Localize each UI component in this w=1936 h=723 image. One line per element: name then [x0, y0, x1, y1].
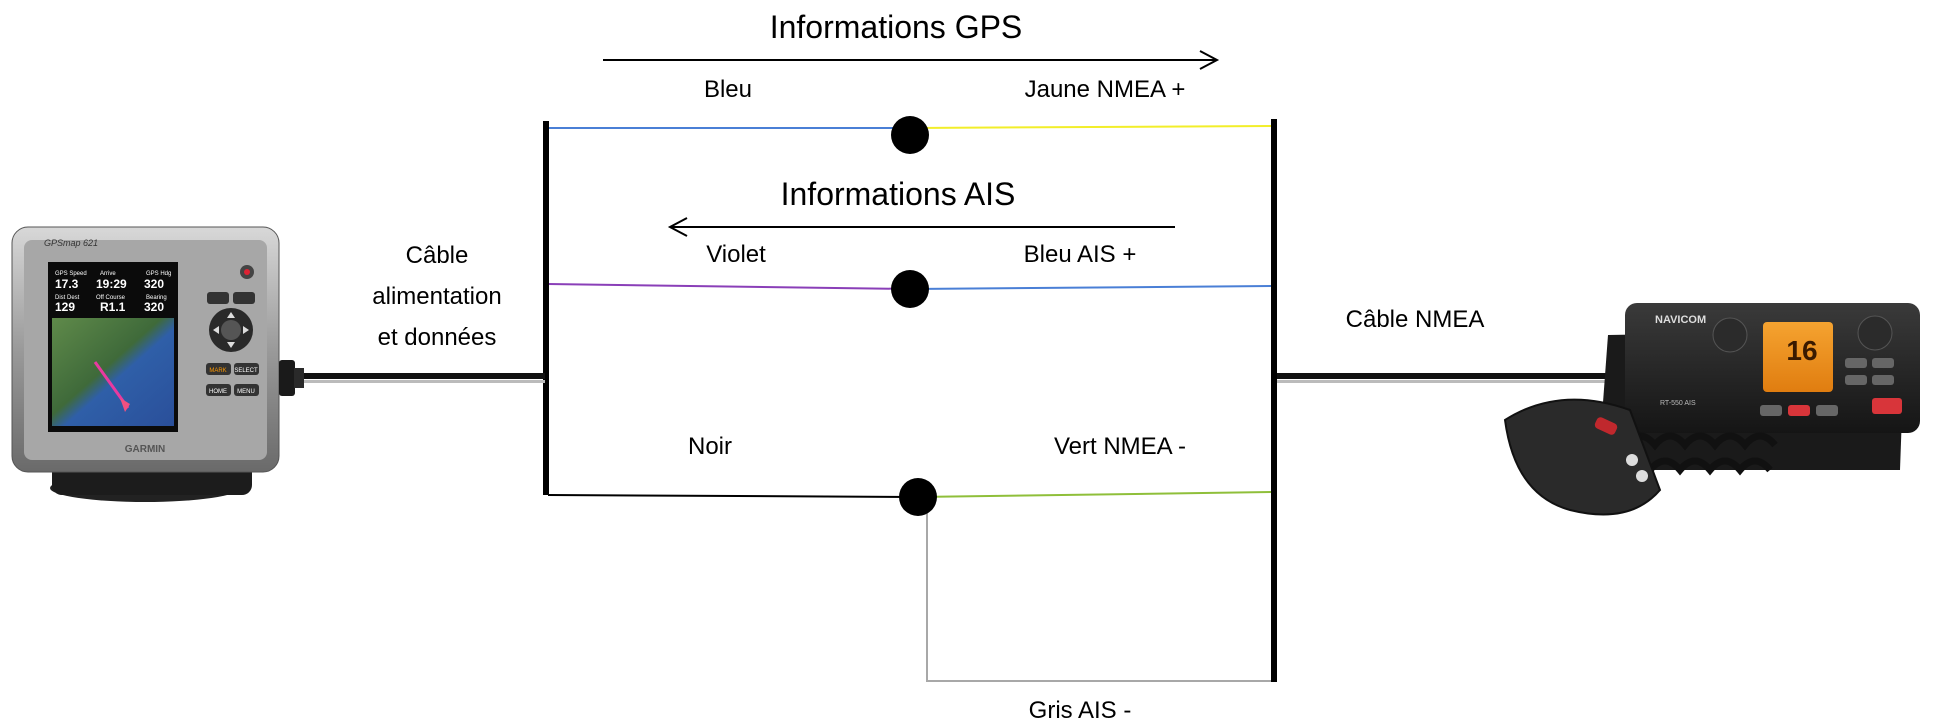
- left-cable-label-line2: alimentation: [372, 283, 501, 310]
- gps-select-label: SELECT: [234, 368, 258, 374]
- left-connector-bar: [543, 121, 549, 495]
- radio-button[interactable]: [1760, 405, 1782, 416]
- radio-button[interactable]: [1872, 358, 1894, 368]
- radio-brand-logo: NAVICOM: [1655, 314, 1706, 326]
- radio-model-label: RT-550 AIS: [1660, 400, 1696, 407]
- gps-model-label: GPSmap 621: [44, 238, 98, 248]
- junction-gps: [891, 116, 929, 154]
- radio-distress-button[interactable]: [1872, 398, 1902, 414]
- right-cable: [1277, 373, 1607, 383]
- gps-readout-label: Dist Dest: [55, 295, 80, 301]
- radio-microphone: [1503, 398, 1662, 516]
- chevron-left-icon: [213, 326, 219, 334]
- wire-jaune-nmea-plus: [911, 125, 1275, 129]
- gps-readout-value: 320: [144, 277, 164, 291]
- ais-direction-arrow: [667, 217, 1175, 237]
- left-cable-label-line3: et données: [378, 324, 497, 351]
- ais-info-title: Informations AIS: [781, 176, 1016, 212]
- gps-direction-arrow: [603, 50, 1220, 70]
- gps-readout-value: 129: [55, 300, 75, 314]
- gps-plotter-device: GPSmap 621 GPS Speed 17.3 Arrive 19:29 G…: [11, 226, 304, 502]
- ground-left-wire-label: Noir: [688, 433, 732, 460]
- wire-violet: [547, 283, 913, 290]
- gps-zoom-in-button[interactable]: [233, 292, 255, 304]
- gps-select-button[interactable]: [234, 363, 259, 375]
- wire-vert-nmea-minus: [915, 491, 1275, 498]
- left-cable: [300, 373, 545, 383]
- gps-info-title: Informations GPS: [770, 9, 1023, 45]
- radio-button[interactable]: [1872, 375, 1894, 385]
- gps-mark-button[interactable]: [206, 363, 231, 375]
- ground-right-wire-label: Vert NMEA -: [1054, 433, 1186, 460]
- junction-ground: [899, 478, 937, 516]
- mic-ptt-button[interactable]: [1593, 416, 1618, 436]
- wire-bleu-ais-plus: [911, 285, 1275, 290]
- ais-right-wire-label: Bleu AIS +: [1024, 241, 1137, 268]
- wire-noir: [547, 494, 917, 498]
- radio-channel-knob[interactable]: [1857, 315, 1893, 351]
- gps-right-wire-label: Jaune NMEA +: [1025, 76, 1186, 103]
- power-icon: [244, 269, 250, 275]
- gps-readout-label: Off Course: [96, 295, 126, 301]
- gps-home-label: HOME: [209, 389, 227, 395]
- radio-button[interactable]: [1845, 375, 1867, 385]
- gps-readout-value: 320: [144, 300, 164, 314]
- gps-menu-button[interactable]: [234, 384, 259, 396]
- gps-readout-value: 17.3: [55, 277, 79, 291]
- ais-left-wire-label: Violet: [706, 241, 766, 268]
- gps-zoom-out-button[interactable]: [207, 292, 229, 304]
- radio-volume-knob[interactable]: [1712, 317, 1748, 353]
- radio-channel16-button[interactable]: [1788, 405, 1810, 416]
- chevron-right-icon: [243, 326, 249, 334]
- radio-button[interactable]: [1816, 405, 1838, 416]
- gps-left-wire-label: Bleu: [704, 76, 752, 103]
- wire-gris-ais-minus: [926, 497, 1274, 682]
- radio-lcd: [1763, 322, 1833, 392]
- radio-button[interactable]: [1845, 358, 1867, 368]
- right-connector-bar: [1271, 119, 1277, 682]
- gps-mark-label: MARK: [209, 368, 226, 374]
- junction-ais: [891, 270, 929, 308]
- chevron-down-icon: [227, 342, 235, 348]
- gps-brand-logo: GARMIN: [125, 444, 166, 455]
- right-cable-label: Câble NMEA: [1346, 306, 1485, 333]
- gps-home-button[interactable]: [206, 384, 231, 396]
- gps-menu-label: MENU: [237, 389, 255, 395]
- gps-readout-value: 19:29: [96, 277, 127, 291]
- radio-channel-display: 16: [1786, 335, 1817, 366]
- chevron-up-icon: [227, 312, 235, 318]
- left-cable-label-line1: Câble: [406, 242, 469, 269]
- gps-readout-label: Arrive: [100, 271, 116, 277]
- gps-readout-label: GPS Speed: [55, 271, 87, 277]
- ground-bottom-wire-label: Gris AIS -: [1029, 697, 1132, 723]
- gps-readout-label: Bearing: [146, 295, 167, 301]
- gps-readout-label: GPS Hdg: [146, 271, 171, 277]
- vhf-radio-device: NAVICOM 16 RT-550 AIS: [1503, 303, 1920, 516]
- gps-readout-value: R1.1: [100, 300, 126, 314]
